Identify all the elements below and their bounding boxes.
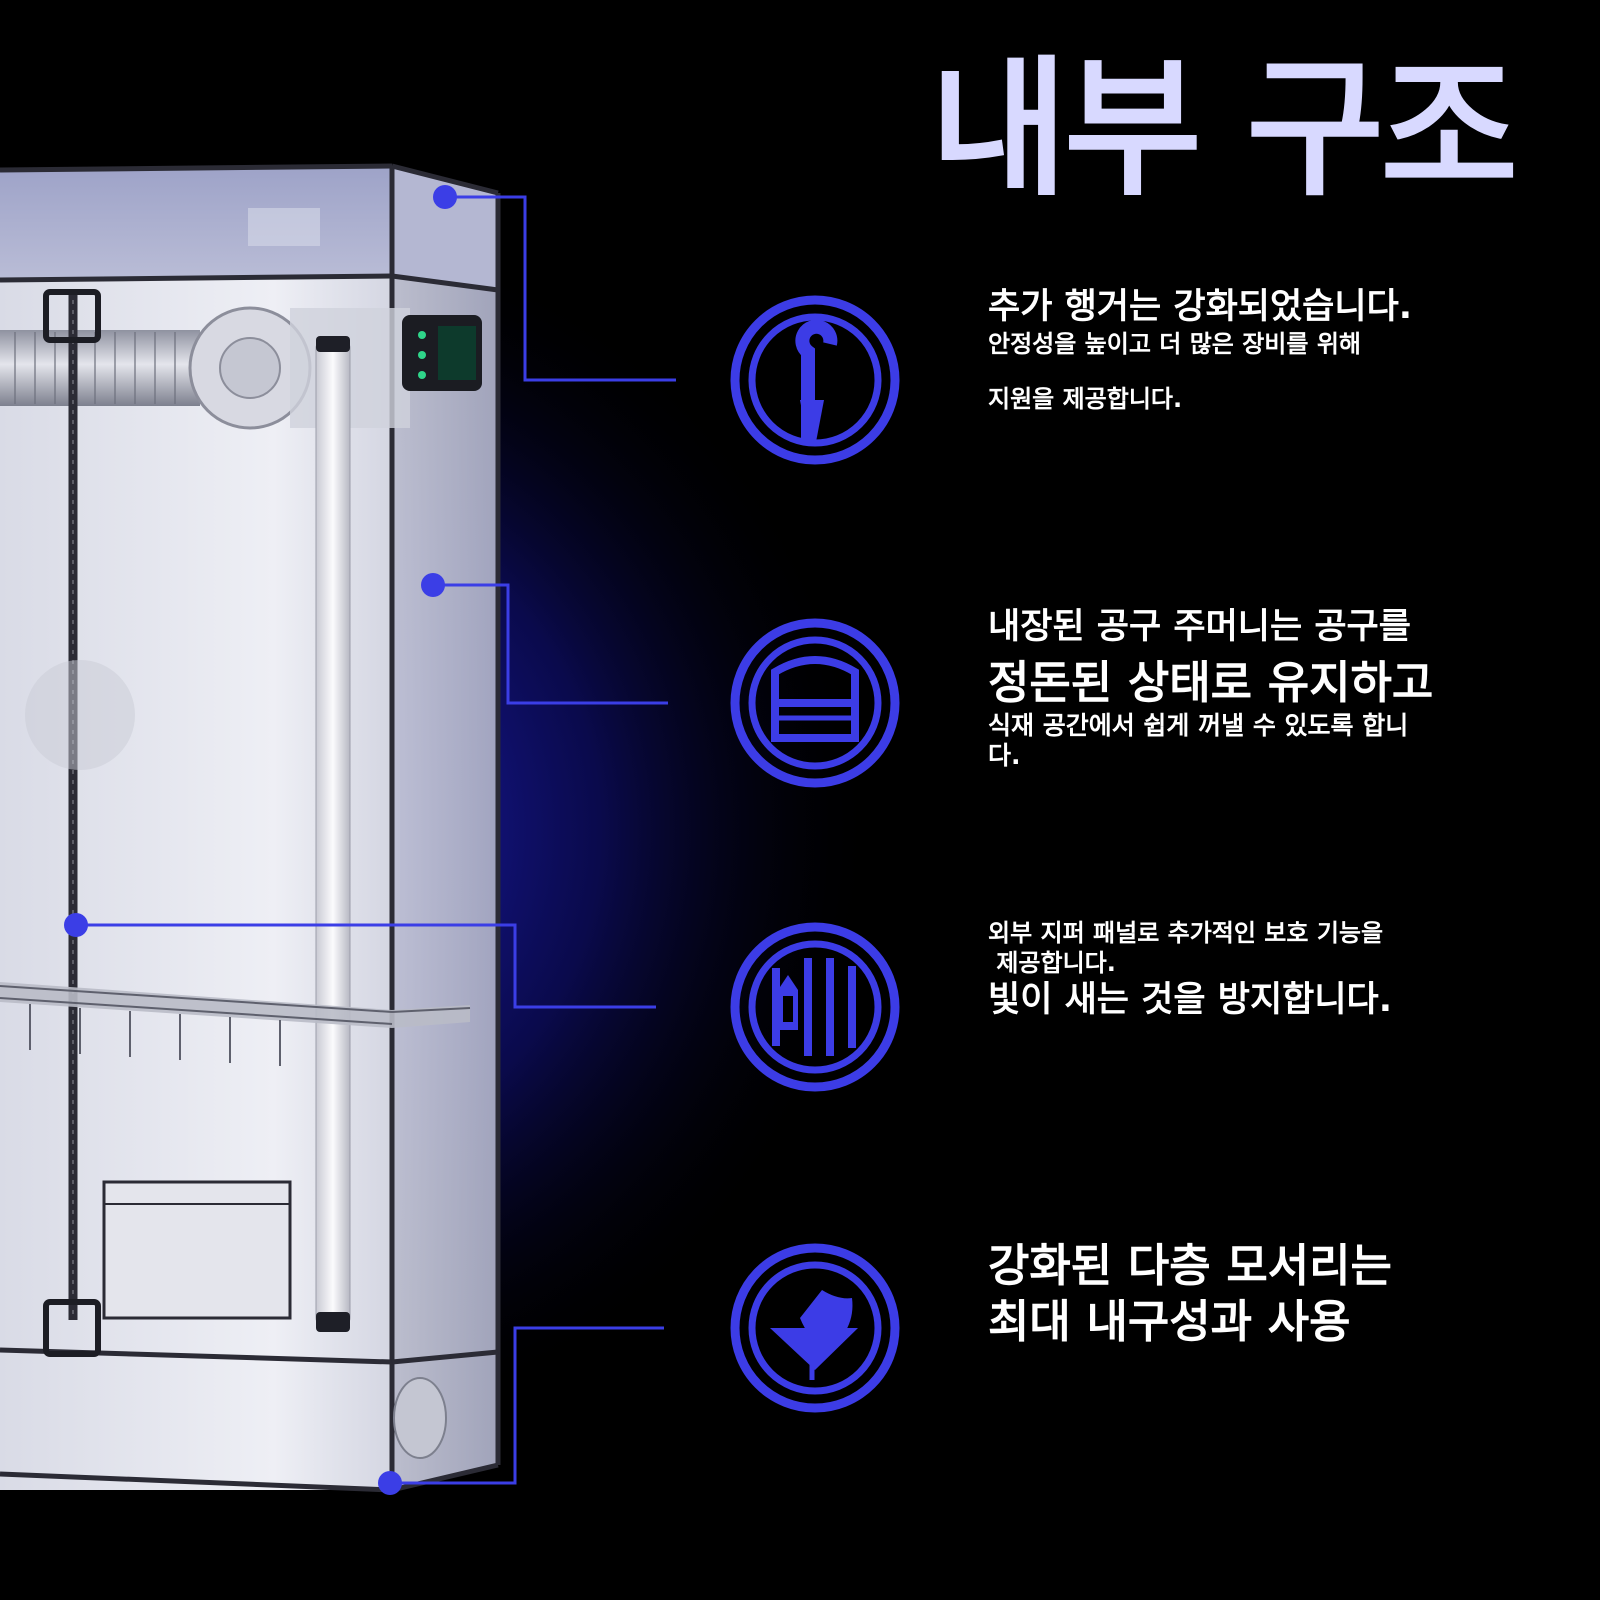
feature-text-pouch: 내장된 공구 주머니는 공구를 정돈된 상태로 유지하고 식재 공간에서 쉽게 …: [988, 605, 1528, 771]
feature-heading-emphasis: 정돈된 상태로 유지하고: [988, 656, 1434, 709]
feature-heading-emphasis: 강화된 다층 모서리는: [988, 1239, 1392, 1292]
callout-dot-hanger: [433, 185, 457, 209]
zipper-panel-icon: [730, 922, 900, 1092]
feature-heading: 추가 행거는 강화되었습니다.: [988, 287, 1413, 327]
hanger-hook-icon: [730, 295, 900, 465]
feature-description: 안정성을 높이고 더 많은 장비를 위해: [988, 330, 1361, 358]
feature-description: 지원을 제공합니다.: [988, 385, 1183, 413]
feature-description: 다.: [988, 741, 1021, 770]
feature-text-zipper: 외부 지퍼 패널로 추가적인 보호 기능을 제공합니다. 빛이 새는 것을 방지…: [988, 918, 1548, 1022]
feature-heading: 내장된 공구 주머니는 공구를: [988, 607, 1411, 647]
feature-description: 식재 공간에서 쉽게 꺼낼 수 있도록 합니: [988, 711, 1409, 740]
feature-heading-emphasis: 최대 내구성과 사용: [988, 1295, 1351, 1348]
reinforced-corner-shield-icon: [730, 1243, 900, 1413]
callout-dot-zipper: [64, 913, 88, 937]
callout-dot-pouch: [421, 573, 445, 597]
feature-text-corner: 강화된 다층 모서리는 최대 내구성과 사용: [988, 1238, 1548, 1350]
callout-dot-corner: [378, 1471, 402, 1495]
feature-description: 제공합니다.: [988, 949, 1116, 977]
page-title: 내부 구조: [930, 43, 1518, 217]
tool-pouch-icon: [730, 618, 900, 788]
feature-heading: 빛이 새는 것을 방지합니다.: [988, 980, 1393, 1020]
feature-description: 외부 지퍼 패널로 추가적인 보호 기능을: [988, 919, 1384, 947]
feature-text-hanger: 추가 행거는 강화되었습니다. 안정성을 높이고 더 많은 장비를 위해 지원을…: [988, 285, 1528, 414]
